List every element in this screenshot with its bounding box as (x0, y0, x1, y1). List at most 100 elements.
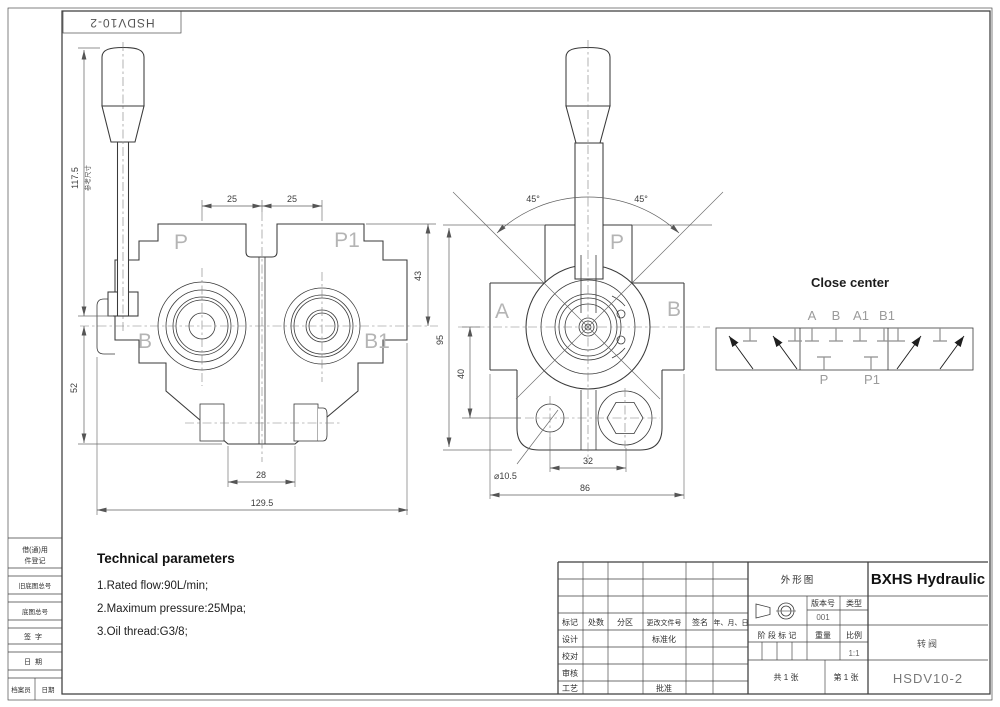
side-retaining-clip (611, 295, 626, 359)
left-base-no: 底图总号 (22, 607, 49, 616)
tb-standardize: 标准化 (652, 634, 676, 644)
front-view: 25 25 43 117.5 参考尺寸 52 28 129.5 P P1 B B… (69, 46, 436, 515)
left-archivist: 档案员 (11, 685, 31, 694)
schematic: Close center A B A1 B1 P P1 (715, 275, 974, 387)
technical-parameters: Technical parameters 1.Rated flow:90L/mi… (97, 551, 246, 638)
side-wide-block (489, 282, 685, 371)
side-label-A: A (495, 300, 509, 323)
tb-type-label: 类型 (846, 598, 862, 608)
doc-number-box (62, 10, 182, 34)
front-body-outline (114, 223, 408, 445)
tb-scale-label: 比例 (846, 630, 862, 640)
side-label-P: P (610, 231, 624, 254)
tb-version-value: 001 (816, 613, 830, 622)
tb-model-number: HSDV10-2 (893, 671, 963, 686)
tb-sheet-no: 第 1 张 (834, 672, 859, 682)
tb-approve: 批准 (656, 683, 672, 693)
dim-40: 40 (456, 369, 466, 379)
doc-number-flipped: HSDV10-2 (89, 16, 154, 30)
side-dimension-lines (446, 228, 684, 498)
left-date: 日期 (24, 658, 46, 666)
front-label-B1: B1 (364, 330, 390, 353)
dim-86: 86 (580, 483, 590, 493)
tb-design: 设计 (562, 634, 578, 644)
schematic-port-labels: A B A1 B1 P P1 (808, 308, 895, 387)
left-borrow-line2: 件登记 (25, 556, 46, 565)
dim-25-right: 25 (287, 194, 297, 204)
tb-stage-label: 阶 段 标 记 (758, 630, 797, 640)
title-block: 外形图 BXHS Hydraulic 版本号 类型 001 阶 段 标 记 重量… (557, 561, 988, 694)
tb-audit: 审核 (562, 668, 578, 678)
tb-product-name: 转阀 (917, 638, 939, 649)
schematic-label-A1: A1 (853, 308, 869, 323)
dim-43: 43 (413, 271, 423, 281)
schematic-label-P1: P1 (864, 372, 880, 387)
front-port-labels: P P1 B B1 (138, 229, 390, 353)
schematic-blocked-ports (743, 328, 947, 370)
tb-check: 校对 (562, 651, 578, 661)
outer-border (7, 7, 993, 701)
front-extension-lines (78, 47, 436, 515)
side-view: 45° 45° 95 40 32 86 ⌀10.5 A B P (435, 46, 724, 499)
title-block-texts: 外形图 BXHS Hydraulic 版本号 类型 001 阶 段 标 记 重量… (562, 571, 985, 693)
left-margin-lines (8, 537, 62, 700)
schematic-label-B: B (832, 308, 841, 323)
left-archivist-date: 日期 (42, 686, 56, 694)
dim-45-left: 45° (526, 194, 540, 204)
dim-52: 52 (69, 383, 79, 393)
tb-date: 年、月、日 (714, 618, 749, 627)
side-rod-inner (580, 255, 597, 313)
schematic-label-P: P (820, 372, 829, 387)
tb-version-label: 版本号 (811, 598, 835, 608)
side-port-labels: A B P (495, 231, 681, 323)
dim-25-left: 25 (227, 194, 237, 204)
tb-company: BXHS Hydraulic (871, 571, 985, 588)
tb-mark: 标记 (562, 617, 578, 627)
dim-ref-note: 参考尺寸 (83, 165, 92, 192)
tech-line-2: 2.Maximum pressure:25Mpa; (97, 603, 246, 615)
schematic-body (715, 327, 974, 371)
side-angle-arc (496, 196, 680, 234)
side-dimension-texts: 95 40 32 86 ⌀10.5 (435, 335, 593, 493)
dim-dia-10-5: ⌀10.5 (494, 471, 517, 481)
tb-count: 处数 (588, 617, 604, 627)
dim-129-5: 129.5 (251, 498, 274, 508)
tb-weight-label: 重量 (815, 630, 831, 640)
schematic-label-A: A (808, 308, 817, 323)
schematic-label-B1: B1 (879, 308, 895, 323)
tb-craft: 工艺 (562, 684, 578, 693)
title-block-grid (557, 561, 988, 694)
front-label-B: B (138, 330, 152, 353)
tb-change-file: 更改文件号 (647, 618, 682, 627)
left-old-base-no: 旧底图总号 (19, 581, 52, 590)
side-label-B: B (667, 298, 681, 321)
front-dimension-texts: 25 25 43 117.5 参考尺寸 52 28 129.5 (69, 165, 423, 509)
centerlines (80, 40, 710, 462)
tech-heading: Technical parameters (97, 551, 235, 566)
front-bottom-plugs (199, 403, 328, 442)
left-borrow-line1: 借(通)用 (22, 545, 48, 554)
schematic-title: Close center (811, 275, 889, 290)
tb-sign: 签名 (692, 617, 708, 627)
front-center-joint (258, 257, 266, 444)
tech-line-1: 1.Rated flow:90L/min; (97, 580, 208, 592)
front-label-P1: P1 (334, 229, 360, 252)
left-margin-block: 借(通)用 件登记 旧底图总号 底图总号 签字 日期 档案员 日期 (8, 537, 62, 700)
side-spool-lines (580, 390, 597, 450)
dim-28: 28 (256, 470, 266, 480)
projection-symbol-icon (755, 602, 796, 620)
front-label-P: P (174, 231, 188, 254)
schematic-flow-arrows (728, 335, 965, 370)
tb-zone: 分区 (617, 618, 633, 627)
tb-total-sheets: 共 1 张 (774, 673, 799, 682)
inner-border (61, 10, 991, 695)
front-left-cap (96, 298, 115, 355)
sheet-frame: HSDV10-2 (7, 7, 993, 701)
dim-45-right: 45° (634, 194, 648, 204)
side-bottom-block (516, 370, 663, 451)
side-lever-rod (574, 142, 604, 280)
dim-117-5: 117.5 (70, 167, 80, 189)
dim-95: 95 (435, 335, 445, 345)
